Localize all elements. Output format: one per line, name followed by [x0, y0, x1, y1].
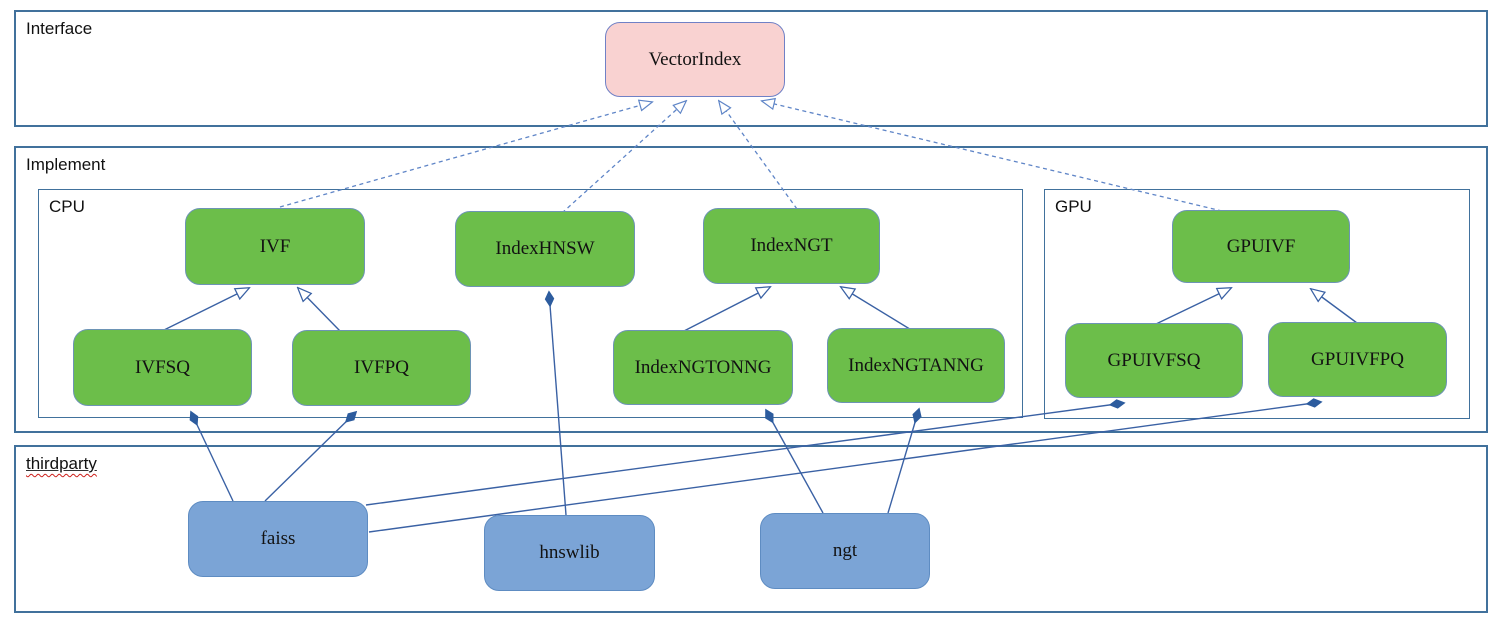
container-thirdparty-label: thirdparty: [26, 454, 97, 474]
container-cpu-label: CPU: [49, 197, 85, 216]
node-ivfsq-label: IVFSQ: [135, 356, 190, 378]
node-indexngtonng[interactable]: IndexNGTONNG: [613, 330, 793, 405]
node-indexhnsw-label: IndexHNSW: [495, 238, 595, 259]
node-indexngt-label: IndexNGT: [750, 235, 833, 256]
node-gpuivfsq-label: GPUIVFSQ: [1107, 349, 1201, 371]
node-vectorindex-label: VectorIndex: [648, 48, 742, 70]
node-vectorindex[interactable]: VectorIndex: [605, 22, 785, 97]
node-ngt-label: ngt: [832, 540, 858, 561]
node-gpuivfpq[interactable]: GPUIVFPQ: [1268, 322, 1447, 397]
node-gpuivfsq[interactable]: GPUIVFSQ: [1065, 323, 1243, 398]
node-indexngt[interactable]: IndexNGT: [703, 208, 880, 284]
node-hnswlib-label: hnswlib: [539, 542, 600, 563]
node-indexngtonng-label: IndexNGTONNG: [634, 356, 772, 378]
node-faiss-label: faiss: [260, 528, 296, 549]
node-faiss[interactable]: faiss: [188, 501, 368, 577]
node-indexhnsw[interactable]: IndexHNSW: [455, 211, 635, 287]
node-ivfpq-label: IVFPQ: [354, 357, 409, 378]
container-gpu-label: GPU: [1055, 197, 1092, 216]
node-ivf-label: IVF: [259, 235, 291, 257]
node-gpuivfpq-label: GPUIVFPQ: [1311, 348, 1404, 370]
node-ivfpq[interactable]: IVFPQ: [292, 330, 471, 406]
node-ivfsq[interactable]: IVFSQ: [73, 329, 252, 406]
node-indexngtanng[interactable]: IndexNGTANNG: [827, 328, 1005, 403]
node-indexngtanng-label: IndexNGTANNG: [848, 354, 984, 376]
node-ivf[interactable]: IVF: [185, 208, 365, 285]
container-interface-label: Interface: [26, 19, 93, 38]
node-hnswlib[interactable]: hnswlib: [484, 515, 655, 591]
node-gpuivf-label: GPUIVF: [1226, 235, 1296, 257]
node-ngt[interactable]: ngt: [760, 513, 930, 589]
container-implement-label: Implement: [26, 155, 106, 174]
container-thirdparty-label-text: thirdparty: [26, 454, 97, 473]
node-gpuivf[interactable]: GPUIVF: [1172, 210, 1350, 283]
